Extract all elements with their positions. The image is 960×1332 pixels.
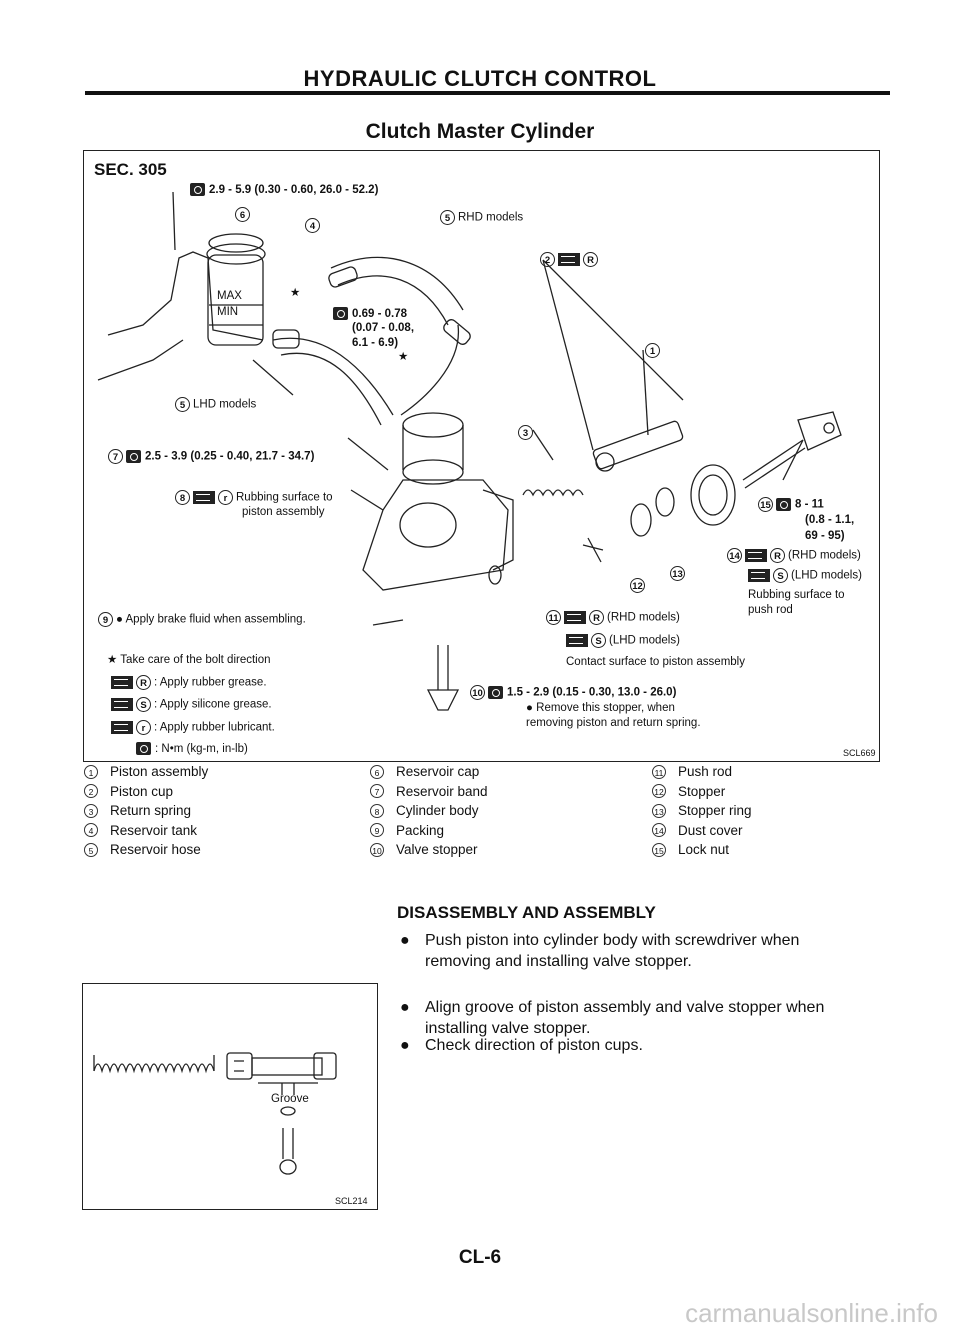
label-10-line2: ● Remove this stopper, when: [526, 702, 675, 714]
bullet-2: ● Align groove of piston assembly and va…: [400, 999, 825, 1037]
key-rubber-lubricant: r: Apply rubber lubricant.: [111, 720, 275, 735]
torque-wrench-icon: [126, 450, 141, 463]
torque-hose-line3: 6.1 - 6.9): [352, 337, 399, 349]
section-number: SEC. 305: [94, 160, 167, 179]
exploded-view-figure: [83, 150, 880, 762]
groove-label: Groove: [271, 1093, 309, 1105]
bullet-1: ● Push piston into cylinder body with sc…: [400, 932, 800, 970]
key-torque-unit: : N•m (kg-m, in-lb): [136, 742, 248, 756]
label-14-lhd: S(LHD models): [748, 568, 862, 583]
figure-ref-code: SCL669: [843, 748, 876, 758]
torque-wrench-icon: [333, 307, 348, 321]
valve-stopper-drawing: [93, 1052, 337, 1175]
grease-icon: [193, 491, 215, 504]
section-title: HYDRAULIC CLUTCH CONTROL: [303, 66, 657, 91]
label-11-line3: Contact surface to piston assembly: [566, 656, 745, 668]
bullet-3: ● Check direction of piston cups.: [400, 1037, 643, 1054]
torque-wrench-icon: [776, 498, 791, 511]
grease-icon: [745, 549, 767, 562]
torque-15-line3: 69 - 95): [805, 530, 845, 542]
callout-12: 12: [630, 578, 645, 593]
torque-hose: 0.69 - 0.78: [333, 307, 407, 321]
valve-stopper-figure: [82, 983, 378, 1210]
torque-hose-line2: (0.07 - 0.08,: [352, 322, 415, 334]
grease-icon: [564, 611, 586, 624]
page-number: CL-6: [458, 1247, 502, 1268]
min-mark: MIN: [217, 306, 239, 318]
label-14-line4: push rod: [748, 604, 793, 616]
label-10-line3: removing piston and return spring.: [526, 717, 701, 729]
callout-4: 4: [305, 218, 320, 233]
max-mark: MAX: [217, 290, 242, 302]
exploded-view-drawing: [97, 191, 842, 711]
label-11-lhd: S(LHD models): [566, 633, 680, 648]
callout-1: 1: [645, 343, 660, 358]
callout-3: 3: [518, 425, 533, 440]
torque-wrench-icon: [136, 742, 151, 756]
key-star: ★ Take care of the bolt direction: [107, 654, 271, 666]
torque-15-line2: (0.8 - 1.1,: [805, 514, 855, 526]
callout-13: 13: [670, 566, 685, 581]
star-mark-2: ★: [398, 351, 409, 363]
key-silicone-grease: S: Apply silicone grease.: [111, 697, 272, 712]
header-rule: [85, 91, 890, 95]
watermark: carmanualsonline.info: [685, 1298, 938, 1328]
label-8-line2: piston assembly: [242, 506, 325, 518]
disassembly-title: DISASSEMBLY AND ASSEMBLY: [397, 903, 656, 922]
torque-wrench-icon: [488, 686, 503, 699]
grease-icon: [566, 634, 588, 647]
star-mark-1: ★: [290, 287, 301, 299]
torque-reservoir-cap: 2.9 - 5.9 (0.30 - 0.60, 26.0 - 52.2): [190, 183, 378, 197]
grease-icon: [558, 253, 580, 266]
key-rubber-grease: R: Apply rubber grease.: [111, 675, 267, 690]
label-14-line3: Rubbing surface to: [748, 589, 845, 601]
callout-6: 6: [235, 207, 250, 222]
torque-wrench-icon: [190, 183, 205, 197]
page-subtitle: Clutch Master Cylinder: [365, 120, 595, 143]
grease-icon: [748, 569, 770, 582]
small-figure-ref-code: SCL214: [335, 1196, 368, 1206]
label-9: 9● Apply brake fluid when assembling.: [98, 612, 306, 627]
